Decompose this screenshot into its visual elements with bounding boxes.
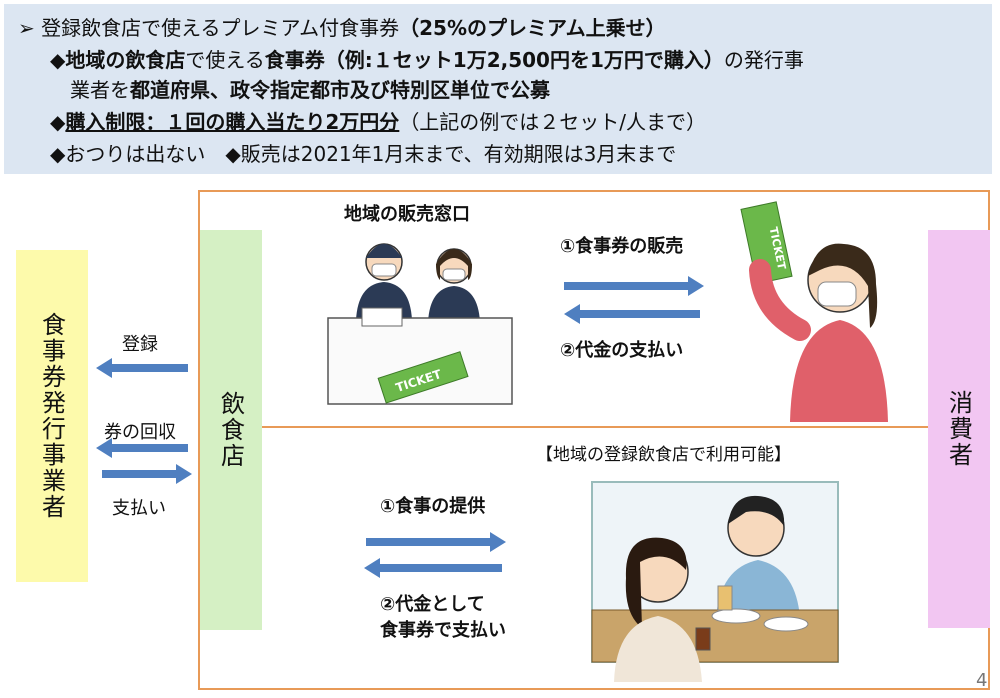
info-line-3-text: 業者を xyxy=(70,78,130,102)
purchase-limit: 購入制限：１回の購入当たり2万円分 xyxy=(65,110,400,134)
restaurant-scene-illustration xyxy=(591,481,839,682)
info-box: ➢ 登録飲食店で使えるプレミアム付食事券（25%のプレミアム上乗せ） ◆地域の飲… xyxy=(4,4,992,174)
flow-divider xyxy=(262,426,990,428)
info-line-4-text: （上記の例では２セット/人まで） xyxy=(399,110,707,134)
man-figure xyxy=(716,495,800,618)
page-number: 4 xyxy=(976,670,988,691)
info-line-2-bold-2: 食事券（例:１セット1万2,500円を1万円で購入） xyxy=(264,48,724,72)
info-line-3: 業者を都道府県、政令指定都市及び特別区単位で公募 xyxy=(70,76,550,104)
pay-price-arrow xyxy=(564,304,700,324)
woman-figure xyxy=(614,537,702,682)
issuer-label: 食事券発行事業者 xyxy=(37,312,66,520)
info-line-1-text: ➢ 登録飲食店で使えるプレミアム付食事券 xyxy=(18,16,400,40)
register-arrow xyxy=(96,358,188,378)
info-line-3-bold: 都道府県、政令指定都市及び特別区単位で公募 xyxy=(130,78,550,102)
consumer-illustration: TICKET xyxy=(740,201,888,422)
pay-meal-arrow xyxy=(364,558,502,578)
meal-arrow xyxy=(366,532,506,552)
bullet: ◆ xyxy=(50,48,66,72)
issuer-box: 食事券発行事業者 xyxy=(16,250,88,582)
sale-label: ①食事券の販売 xyxy=(560,236,684,257)
sales-window-illustration: TICKET xyxy=(327,243,513,405)
collect-label: 券の回収 xyxy=(104,422,176,443)
clerk-2 xyxy=(428,248,480,322)
pay-price-label: ②代金の支払い xyxy=(560,340,684,361)
pay-meal-label-1: ②代金として xyxy=(380,594,485,615)
info-line-1: ➢ 登録飲食店で使えるプレミアム付食事券（25%のプレミアム上乗せ） xyxy=(18,14,666,42)
restaurant-box: 飲食店 xyxy=(200,230,262,630)
meal-arrows xyxy=(364,532,506,578)
info-line-2-text-2: の発行事 xyxy=(723,48,804,72)
info-line-1-bold: （25%のプレミアム上乗せ） xyxy=(399,16,666,40)
issuer-arrows xyxy=(96,358,192,484)
consumer-label: 消費者 xyxy=(944,390,973,468)
payment-label: 支払い xyxy=(112,498,166,519)
pay-meal-label-2: 食事券で支払い xyxy=(380,620,506,641)
register-label: 登録 xyxy=(122,334,158,355)
sales-window-label: 地域の販売窓口 xyxy=(344,204,470,225)
info-line-2: ◆地域の飲食店で使える食事券（例:１セット1万2,500円を1万円で購入）の発行… xyxy=(50,46,804,74)
info-line-2-text-1: で使える xyxy=(185,48,265,72)
sale-arrow xyxy=(564,276,704,296)
info-line-4: ◆購入制限：１回の購入当たり2万円分（上記の例では２セット/人まで） xyxy=(50,108,706,136)
info-line-2-bold-1: 地域の飲食店 xyxy=(65,48,186,72)
usable-label: 【地域の登録飲食店で利用可能】 xyxy=(536,445,791,465)
payment-arrow xyxy=(102,464,192,484)
bullet: ◆ xyxy=(50,110,66,134)
info-line-5: ◆おつりは出ない ◆販売は2021年1月末まで、有効期限は3月末まで xyxy=(50,142,677,166)
sale-arrows xyxy=(564,276,704,324)
meal-label: ①食事の提供 xyxy=(380,496,486,517)
collect-arrow xyxy=(96,438,188,458)
restaurant-label: 飲食店 xyxy=(216,391,245,469)
consumer-box: 消費者 xyxy=(928,230,990,628)
